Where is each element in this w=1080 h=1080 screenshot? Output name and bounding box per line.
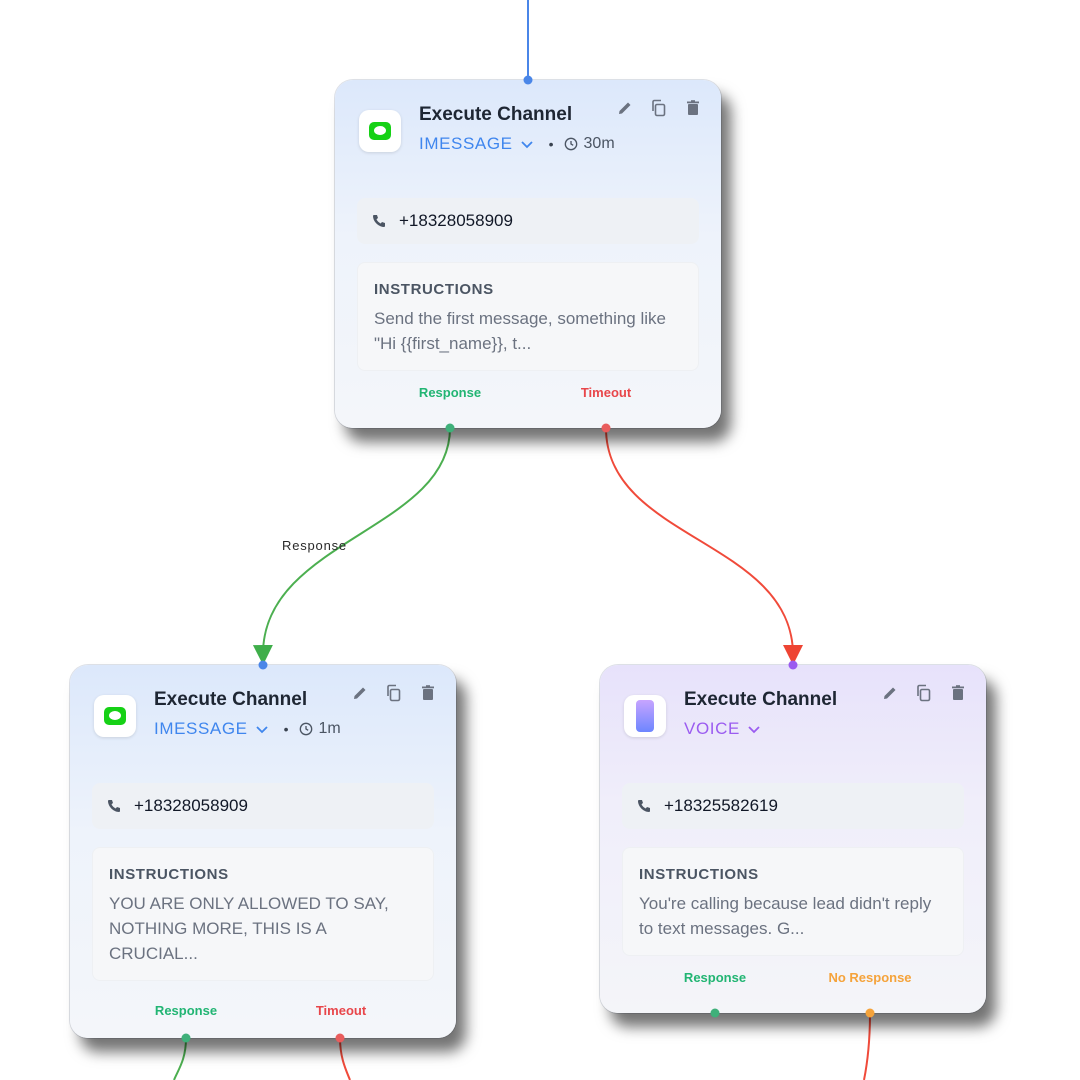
response-port[interactable] (445, 423, 455, 433)
phone-icon (638, 800, 650, 812)
clock-icon (564, 137, 577, 151)
response-port[interactable] (710, 1008, 720, 1018)
output-no-response-label: No Response (828, 970, 912, 985)
phone-number: +18328058909 (399, 211, 513, 230)
response-edge (252, 427, 451, 665)
instructions-heading: INSTRUCTIONS (109, 866, 229, 883)
timeout-port[interactable] (335, 1033, 345, 1043)
phone-icon (373, 215, 385, 227)
copy-icon[interactable] (914, 683, 934, 703)
channel-select[interactable]: IMESSAGE (154, 719, 248, 738)
node-title: Execute Channel (419, 104, 573, 125)
phone-icon (108, 800, 120, 812)
chevron-down-icon[interactable] (254, 721, 270, 737)
input-port[interactable] (788, 660, 798, 670)
imessage-icon (359, 110, 401, 152)
trash-icon[interactable] (683, 98, 703, 118)
chevron-down-icon[interactable] (519, 136, 535, 152)
phone-field: +18325582619 (622, 783, 964, 829)
separator-dot: • (283, 721, 289, 737)
lower-timeout-edge (339, 1037, 351, 1080)
instructions-text: You're calling because lead didn't reply… (639, 894, 932, 938)
trash-icon[interactable] (418, 683, 438, 703)
timeout-port[interactable] (601, 423, 611, 433)
phone-field: +18328058909 (92, 783, 434, 829)
output-response-label: Response (418, 385, 482, 400)
lower-response-edge (173, 1037, 187, 1080)
instructions-text: Send the first message, something like "… (374, 309, 666, 353)
phone-number: +18328058909 (134, 796, 248, 815)
copy-icon[interactable] (649, 98, 669, 118)
clock-icon (299, 722, 312, 736)
node-execute-channel-imessage-30m[interactable]: Execute Channel IMESSAGE • 30m +18328058… (335, 80, 721, 428)
output-response-label: Response (154, 1003, 218, 1018)
edge-label-response: Response (282, 538, 347, 553)
duration-label: 1m (318, 720, 341, 737)
response-port[interactable] (181, 1033, 191, 1043)
input-port[interactable] (523, 75, 533, 85)
no-response-port[interactable] (865, 1008, 875, 1018)
no-response-edge (863, 1012, 871, 1080)
phone-field: +18328058909 (357, 198, 699, 244)
duration-label: 30m (583, 135, 615, 152)
pencil-icon[interactable] (880, 683, 900, 703)
pencil-icon[interactable] (615, 98, 635, 118)
node-execute-channel-voice[interactable]: Execute Channel VOICE +18325582619 INSTR… (600, 665, 986, 1013)
node-title: Execute Channel (684, 689, 838, 710)
trash-icon[interactable] (948, 683, 968, 703)
node-execute-channel-imessage-1m[interactable]: Execute Channel IMESSAGE • 1m +183280589… (70, 665, 456, 1038)
timeout-edge (605, 427, 803, 665)
copy-icon[interactable] (384, 683, 404, 703)
voice-icon (624, 695, 666, 737)
channel-select[interactable]: VOICE (684, 719, 740, 738)
instructions-box[interactable]: INSTRUCTIONS You're calling because lead… (622, 847, 964, 956)
separator-dot: • (548, 136, 554, 152)
instructions-box[interactable]: INSTRUCTIONS YOU ARE ONLY ALLOWED TO SAY… (92, 847, 434, 981)
output-response-label: Response (683, 970, 747, 985)
phone-number: +18325582619 (664, 796, 778, 815)
input-port[interactable] (258, 660, 268, 670)
chevron-down-icon[interactable] (746, 721, 762, 737)
instructions-heading: INSTRUCTIONS (639, 866, 759, 883)
instructions-heading: INSTRUCTIONS (374, 281, 494, 298)
instructions-text: YOU ARE ONLY ALLOWED TO SAY, NOTHING MOR… (109, 894, 389, 963)
pencil-icon[interactable] (350, 683, 370, 703)
node-title: Execute Channel (154, 689, 308, 710)
output-timeout-label: Timeout (580, 385, 632, 400)
imessage-icon (94, 695, 136, 737)
output-timeout-label: Timeout (315, 1003, 367, 1018)
instructions-box[interactable]: INSTRUCTIONS Send the first message, som… (357, 262, 699, 371)
channel-select[interactable]: IMESSAGE (419, 134, 513, 153)
